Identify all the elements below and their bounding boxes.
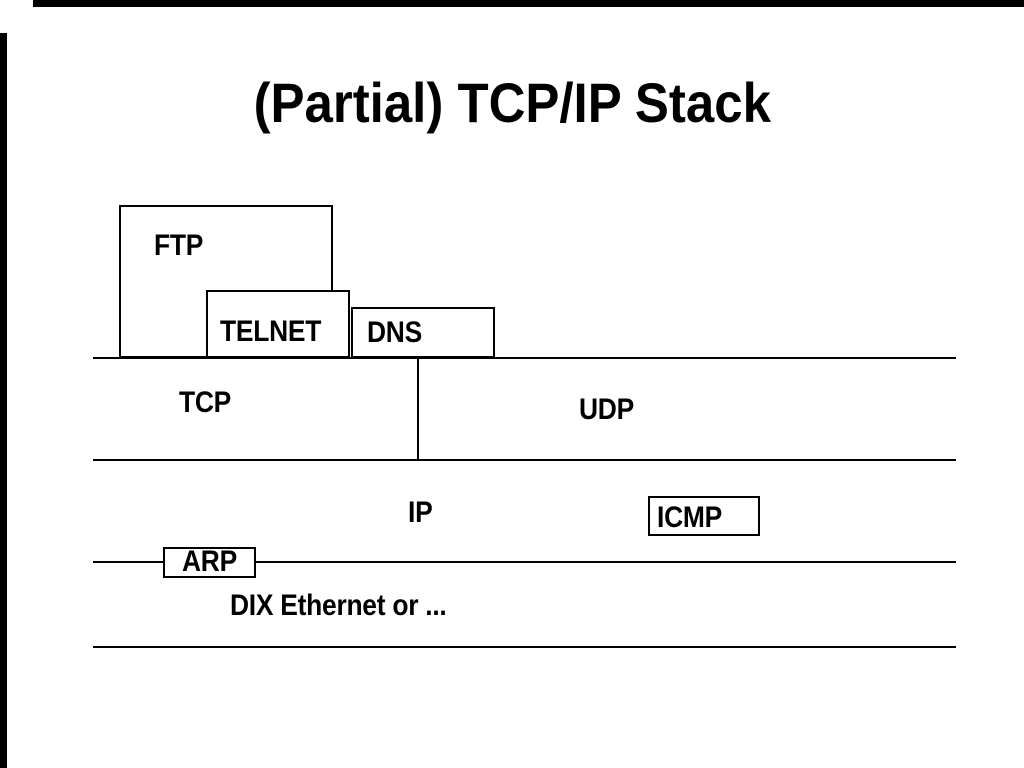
arp-label: ARP xyxy=(182,545,237,578)
slide-title: (Partial) TCP/IP Stack xyxy=(0,75,1024,131)
dns-label: DNS xyxy=(367,316,422,349)
arp-box xyxy=(163,547,256,578)
icmp-label: ICMP xyxy=(657,501,722,534)
icmp-box xyxy=(648,496,760,536)
telnet-label: TELNET xyxy=(220,315,322,348)
dix-ethernet-label: DIX Ethernet or ... xyxy=(230,589,447,622)
network-link-separator-line xyxy=(93,561,956,563)
ip-label: IP xyxy=(408,496,433,529)
slide-title-text: (Partial) TCP/IP Stack xyxy=(253,71,771,134)
udp-label: UDP xyxy=(579,393,634,426)
transport-network-separator-line xyxy=(93,459,956,461)
link-layer-bottom-line xyxy=(93,646,956,648)
tcp-label: TCP xyxy=(179,386,232,419)
top-edge-bar xyxy=(33,0,1024,7)
app-transport-separator-line xyxy=(93,357,956,359)
tcp-udp-divider-line xyxy=(417,359,419,461)
dns-box xyxy=(351,307,495,358)
ftp-label: FTP xyxy=(154,229,204,262)
left-edge-bar xyxy=(0,33,7,768)
telnet-box xyxy=(206,290,350,358)
